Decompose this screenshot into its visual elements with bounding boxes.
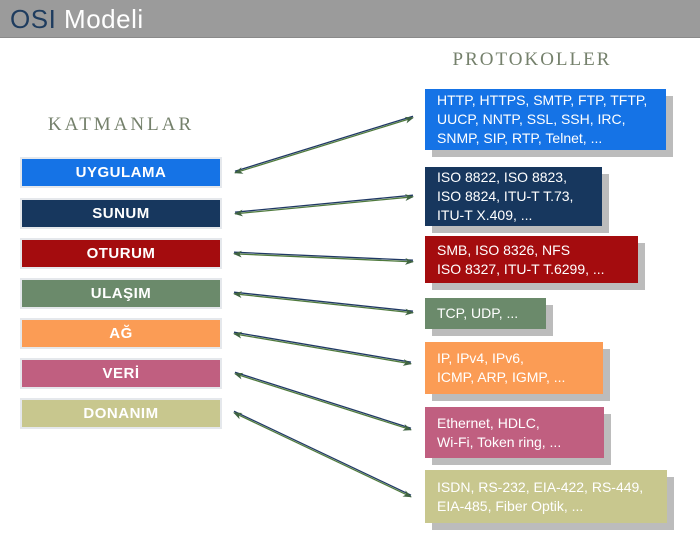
protocol-list: IP, IPv4, IPv6, ICMP, ARP, IGMP, ... <box>437 350 566 385</box>
protocols-heading: PROTOKOLLER <box>452 49 612 70</box>
layer-label: ULAŞIM <box>90 285 152 302</box>
protocol-list: SMB, ISO 8326, NFS ISO 8327, ITU-T T.629… <box>437 241 605 277</box>
page-title: OSI Modeli <box>10 2 144 36</box>
connector-line <box>234 371 412 429</box>
connector-line <box>233 331 412 366</box>
connector-line <box>233 251 414 261</box>
protocol-box-veri: Ethernet, HDLC, Wi-Fi, Token ring, ... <box>425 407 604 458</box>
layer-label: VERİ <box>102 365 140 382</box>
connector-line <box>234 115 414 172</box>
title-bar: OSI Modeli <box>0 0 700 38</box>
connector-line <box>233 331 412 363</box>
layer-box-sunum: SUNUM <box>20 198 222 229</box>
layer-box-donanim: DONANIM <box>20 398 222 429</box>
layer-label: DONANIM <box>83 405 159 422</box>
connector-line <box>234 194 414 213</box>
protocol-box-sunum: ISO 8822, ISO 8823, ISO 8824, ITU-T T.73… <box>425 167 602 226</box>
layer-box-ag: AĞ <box>20 318 222 349</box>
protocol-list: ISO 8822, ISO 8823, ISO 8824, ITU-T T.73… <box>437 169 574 223</box>
protocol-box-oturum: SMB, ISO 8326, NFS ISO 8327, ITU-T T.629… <box>425 236 638 283</box>
connector-line <box>233 291 414 316</box>
layers-heading: KATMANLAR <box>47 114 195 135</box>
connector-line <box>234 372 412 431</box>
connector-line <box>234 194 414 217</box>
protocol-box-ag: IP, IPv4, IPv6, ICMP, ARP, IGMP, ... <box>425 342 603 394</box>
connector-line <box>234 116 414 174</box>
protocol-box-donanim: ISDN, RS-232, EIA-422, RS-449, EIA-485, … <box>425 470 667 523</box>
layer-box-veri: VERİ <box>20 358 222 389</box>
connector-line <box>233 250 414 265</box>
layer-label: SUNUM <box>92 205 150 222</box>
protocol-list: TCP, UDP, ... <box>437 305 519 321</box>
layer-label: AĞ <box>109 325 133 342</box>
layer-box-oturum: OTURUM <box>20 238 222 269</box>
page-title-rest: Modeli <box>64 4 144 34</box>
protocol-list: ISDN, RS-232, EIA-422, RS-449, EIA-485, … <box>437 478 644 514</box>
layer-label: OTURUM <box>86 245 156 262</box>
connector-line <box>233 291 414 312</box>
connector-line <box>233 410 412 496</box>
protocol-box-uygulama: HTTP, HTTPS, SMTP, FTP, TFTP, UUCP, NNTP… <box>425 89 666 150</box>
protocol-list: HTTP, HTTPS, SMTP, FTP, TFTP, UUCP, NNTP… <box>437 92 648 146</box>
protocol-list: Ethernet, HDLC, Wi-Fi, Token ring, ... <box>437 414 562 450</box>
protocol-box-ulasim: TCP, UDP, ... <box>425 298 546 329</box>
layer-box-uygulama: UYGULAMA <box>20 157 222 188</box>
connector-line <box>233 412 412 498</box>
layer-label: UYGULAMA <box>75 164 167 181</box>
page-title-accent: OSI <box>10 4 57 34</box>
layer-box-ulasim: ULAŞIM <box>20 278 222 309</box>
